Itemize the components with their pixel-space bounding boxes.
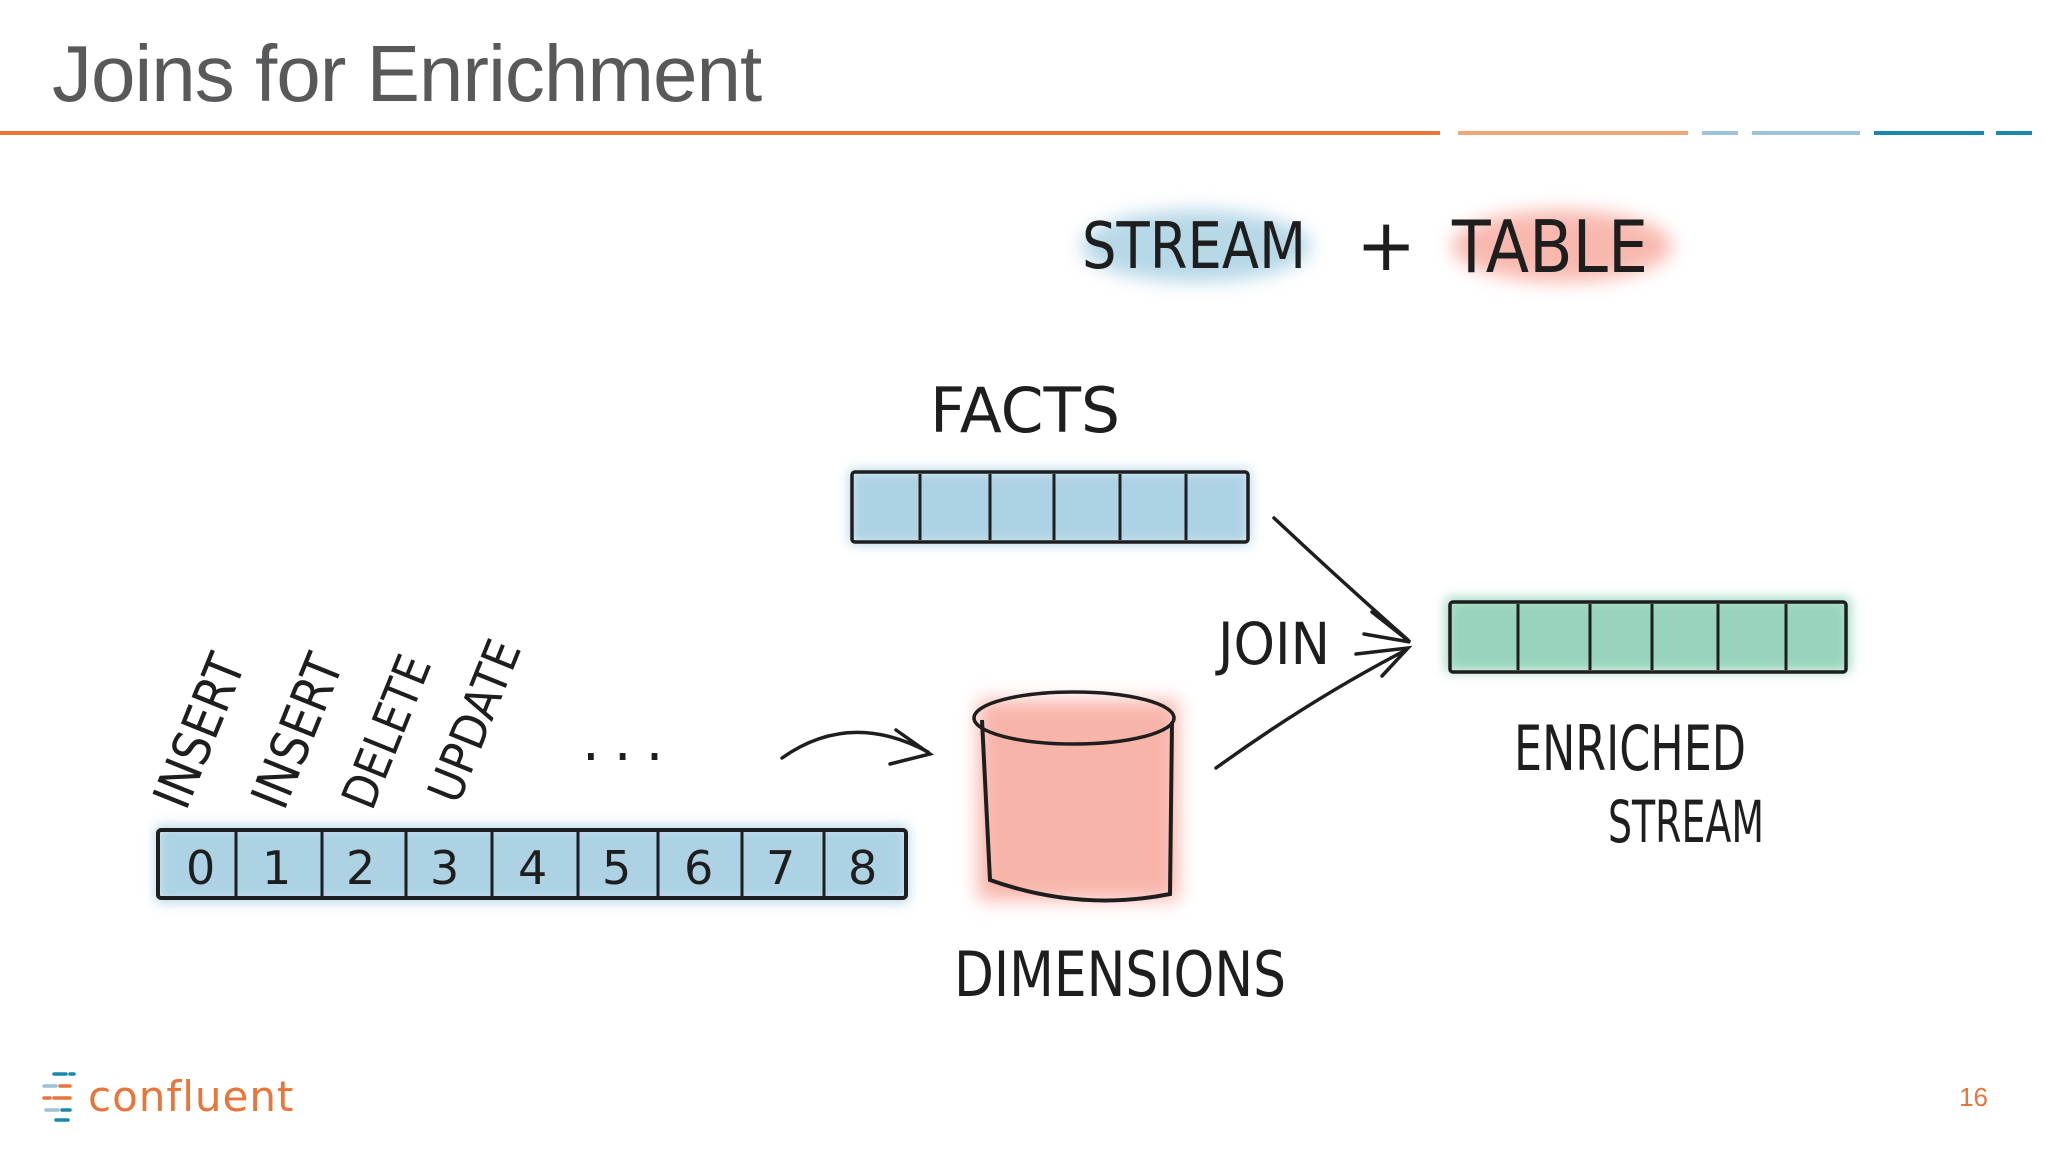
enriched-label-line2: STREAM	[1608, 788, 1764, 856]
offset-label: 3	[430, 841, 459, 895]
slide-title: Joins for Enrichment	[52, 29, 762, 118]
offset-label: 6	[684, 841, 713, 895]
join-arrows	[1214, 516, 1413, 770]
page-number: 16	[1959, 1082, 1988, 1112]
changelog-arrow	[780, 728, 935, 766]
legend-table-label: TABLE	[1451, 205, 1648, 289]
join-label: JOIN	[1215, 610, 1330, 678]
offset-label: 2	[346, 841, 375, 895]
facts-label: FACTS	[930, 374, 1120, 447]
offset-label: 7	[766, 841, 795, 895]
enriched-stream: ENRICHED STREAM	[1446, 598, 1850, 856]
legend-plus: +	[1356, 203, 1416, 287]
dimensions-label: DIMENSIONS	[954, 938, 1286, 1011]
offset-label: 1	[262, 841, 291, 895]
operation-label: UPDATE	[417, 632, 533, 811]
ellipsis: ...	[582, 709, 677, 774]
logo-text: confluent	[88, 1071, 295, 1121]
offset-label: 4	[518, 841, 547, 895]
confluent-logo: confluent	[40, 1066, 294, 1126]
operation-labels: INSERT INSERT DELETE UPDATE ...	[142, 632, 677, 817]
legend: STREAM + TABLE	[1081, 203, 1672, 289]
facts-stream: FACTS	[850, 374, 1250, 544]
offset-label: 8	[848, 841, 877, 895]
offset-label: 5	[602, 841, 631, 895]
dimensions-table: DIMENSIONS	[954, 690, 1286, 1011]
confluent-logo-mark-icon	[42, 1072, 76, 1122]
enriched-label-line1: ENRICHED	[1514, 712, 1746, 785]
offset-label: 0	[186, 841, 215, 895]
legend-stream-label: STREAM	[1082, 210, 1306, 284]
changelog-stream: 0 1 2 3 4 5 6 7 8	[156, 826, 908, 902]
